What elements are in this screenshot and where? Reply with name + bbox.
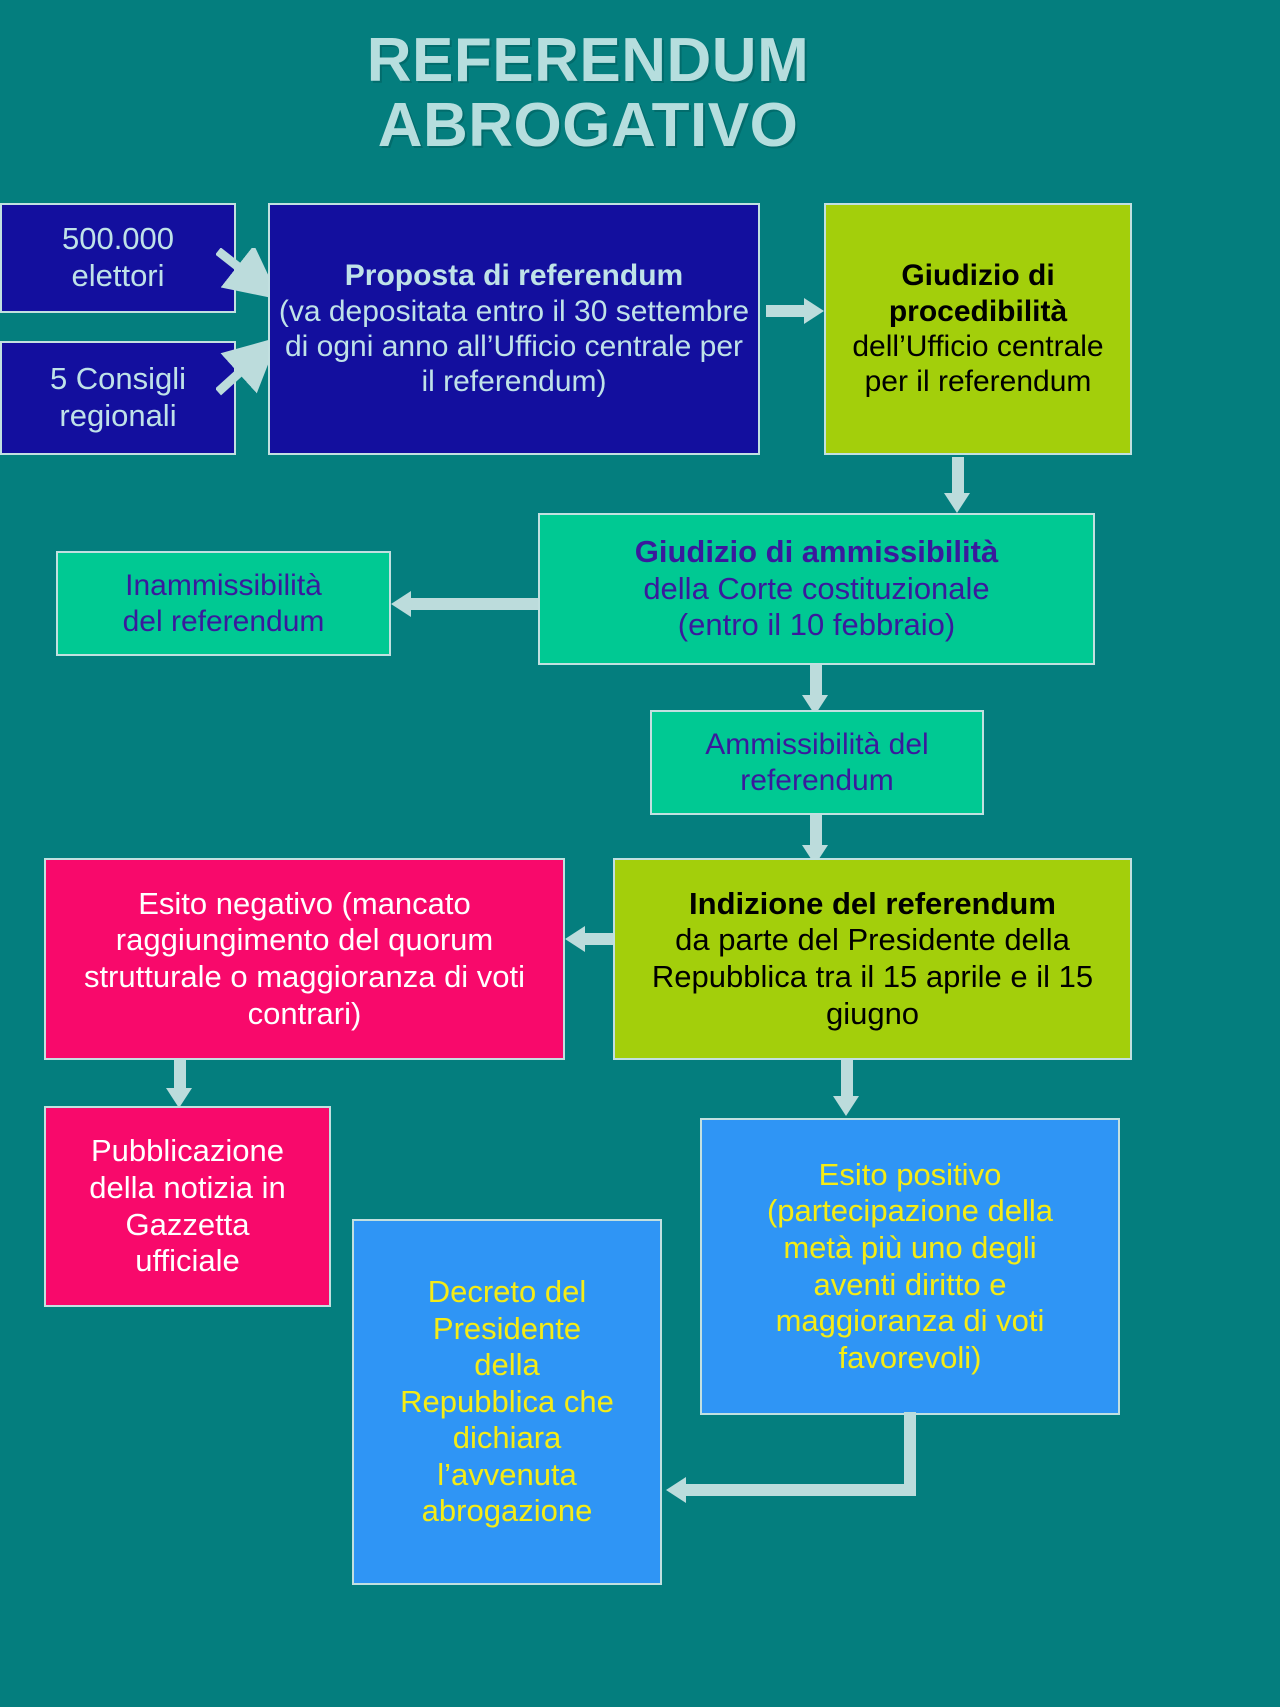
calling-body: da parte del Presidente della Repubblica… bbox=[651, 922, 1094, 1031]
node-positive-outcome[interactable]: Esito positivo (partecipazione della met… bbox=[700, 1118, 1120, 1415]
node-procedibility-judgment[interactable]: Giudizio di procedibilità dell’Ufficio c… bbox=[824, 203, 1132, 455]
decree-line-7: abrogazione bbox=[421, 1493, 593, 1529]
node-inadmissibility[interactable]: Inammissibilità del referendum bbox=[56, 551, 391, 656]
negative-outcome-text: Esito negativo (mancato raggiungimento d… bbox=[83, 885, 526, 1031]
decree-line-1: Decreto del bbox=[427, 1273, 587, 1309]
inadmissibility-line-2: del referendum bbox=[122, 604, 325, 638]
positive-outcome-line-1: Esito positivo bbox=[818, 1156, 1002, 1192]
node-publication[interactable]: Pubblicazione della notizia in Gazzetta … bbox=[44, 1106, 331, 1307]
positive-outcome-line-4: aventi diritto e bbox=[813, 1266, 1007, 1302]
publication-line-1: Pubblicazione bbox=[90, 1133, 285, 1169]
positive-outcome-line-5: maggioranza di voti bbox=[775, 1303, 1045, 1339]
node-admissibility-judgment[interactable]: Giudizio di ammissibilità della Corte co… bbox=[538, 513, 1095, 665]
proposal-body: (va depositata entro il 30 settembre di … bbox=[278, 294, 750, 399]
publication-line-4: ufficiale bbox=[135, 1243, 240, 1279]
admissibility-line-1: Ammissibilità del bbox=[705, 728, 929, 762]
admissibility-judgment-body-2: (entro il 10 febbraio) bbox=[677, 607, 956, 643]
title-line-2: ABROGATIVO bbox=[377, 91, 799, 161]
calling-heading: Indizione del referendum bbox=[689, 885, 1056, 921]
admissibility-line-2: referendum bbox=[740, 763, 894, 797]
admissibility-judgment-heading: Giudizio di ammissibilità bbox=[634, 534, 999, 570]
arrow-councils-to-proposal bbox=[216, 340, 276, 396]
positive-outcome-line-6: favorevoli) bbox=[838, 1339, 982, 1375]
regional-councils-line-2: regionali bbox=[59, 398, 177, 433]
procedibility-body: dell’Ufficio centrale per il referendum bbox=[852, 330, 1104, 399]
positive-outcome-line-2: (partecipazione della bbox=[766, 1193, 1054, 1229]
decree-line-4: Repubblica che bbox=[400, 1383, 614, 1419]
regional-councils-line-1: 5 Consigli bbox=[49, 361, 187, 397]
title-line-1: REFERENDUM bbox=[366, 26, 810, 95]
page-title: REFERENDUM ABROGATIVO bbox=[0, 28, 1176, 158]
node-admissibility[interactable]: Ammissibilità del referendum bbox=[650, 710, 984, 815]
publication-line-3: Gazzetta bbox=[125, 1206, 250, 1242]
electors-line-1: 500.000 bbox=[61, 221, 175, 257]
decree-line-5: dichiara bbox=[452, 1420, 562, 1456]
arrow-electors-to-proposal bbox=[216, 248, 276, 298]
node-referendum-calling[interactable]: Indizione del referendum da parte del Pr… bbox=[613, 858, 1132, 1060]
arrow-positive-outcome-to-decree bbox=[660, 1412, 1010, 1527]
positive-outcome-line-3: metà più uno degli bbox=[783, 1229, 1037, 1265]
decree-line-2: Presidente bbox=[432, 1310, 582, 1346]
proposal-heading: Proposta di referendum bbox=[344, 259, 684, 293]
electors-line-2: elettori bbox=[71, 258, 165, 293]
decree-line-6: l’avvenuta bbox=[437, 1456, 577, 1492]
decree-line-3: della bbox=[474, 1347, 540, 1383]
publication-line-2: della notizia in bbox=[89, 1169, 286, 1205]
node-referendum-proposal[interactable]: Proposta di referendum (va depositata en… bbox=[268, 203, 760, 455]
arrow-calling-to-negative-outcome bbox=[565, 926, 619, 952]
node-presidential-decree[interactable]: Decreto del Presidente della Repubblica … bbox=[352, 1219, 662, 1585]
arrow-negative-outcome-to-publication bbox=[166, 1060, 194, 1110]
arrow-judgment-to-inadmissibility bbox=[391, 591, 539, 617]
arrow-calling-to-positive-outcome bbox=[833, 1060, 861, 1120]
inadmissibility-line-1: Inammissibilità bbox=[125, 569, 322, 603]
arrow-proposal-to-procedibility bbox=[766, 298, 824, 324]
arrow-procedibility-to-admissibility bbox=[944, 457, 972, 515]
node-regional-councils[interactable]: 5 Consigli regionali bbox=[0, 341, 236, 455]
procedibility-heading: Giudizio di procedibilità bbox=[888, 259, 1068, 328]
node-negative-outcome[interactable]: Esito negativo (mancato raggiungimento d… bbox=[44, 858, 565, 1060]
node-500000-electors[interactable]: 500.000 elettori bbox=[0, 203, 236, 313]
admissibility-judgment-body-1: della Corte costituzionale bbox=[643, 570, 990, 606]
